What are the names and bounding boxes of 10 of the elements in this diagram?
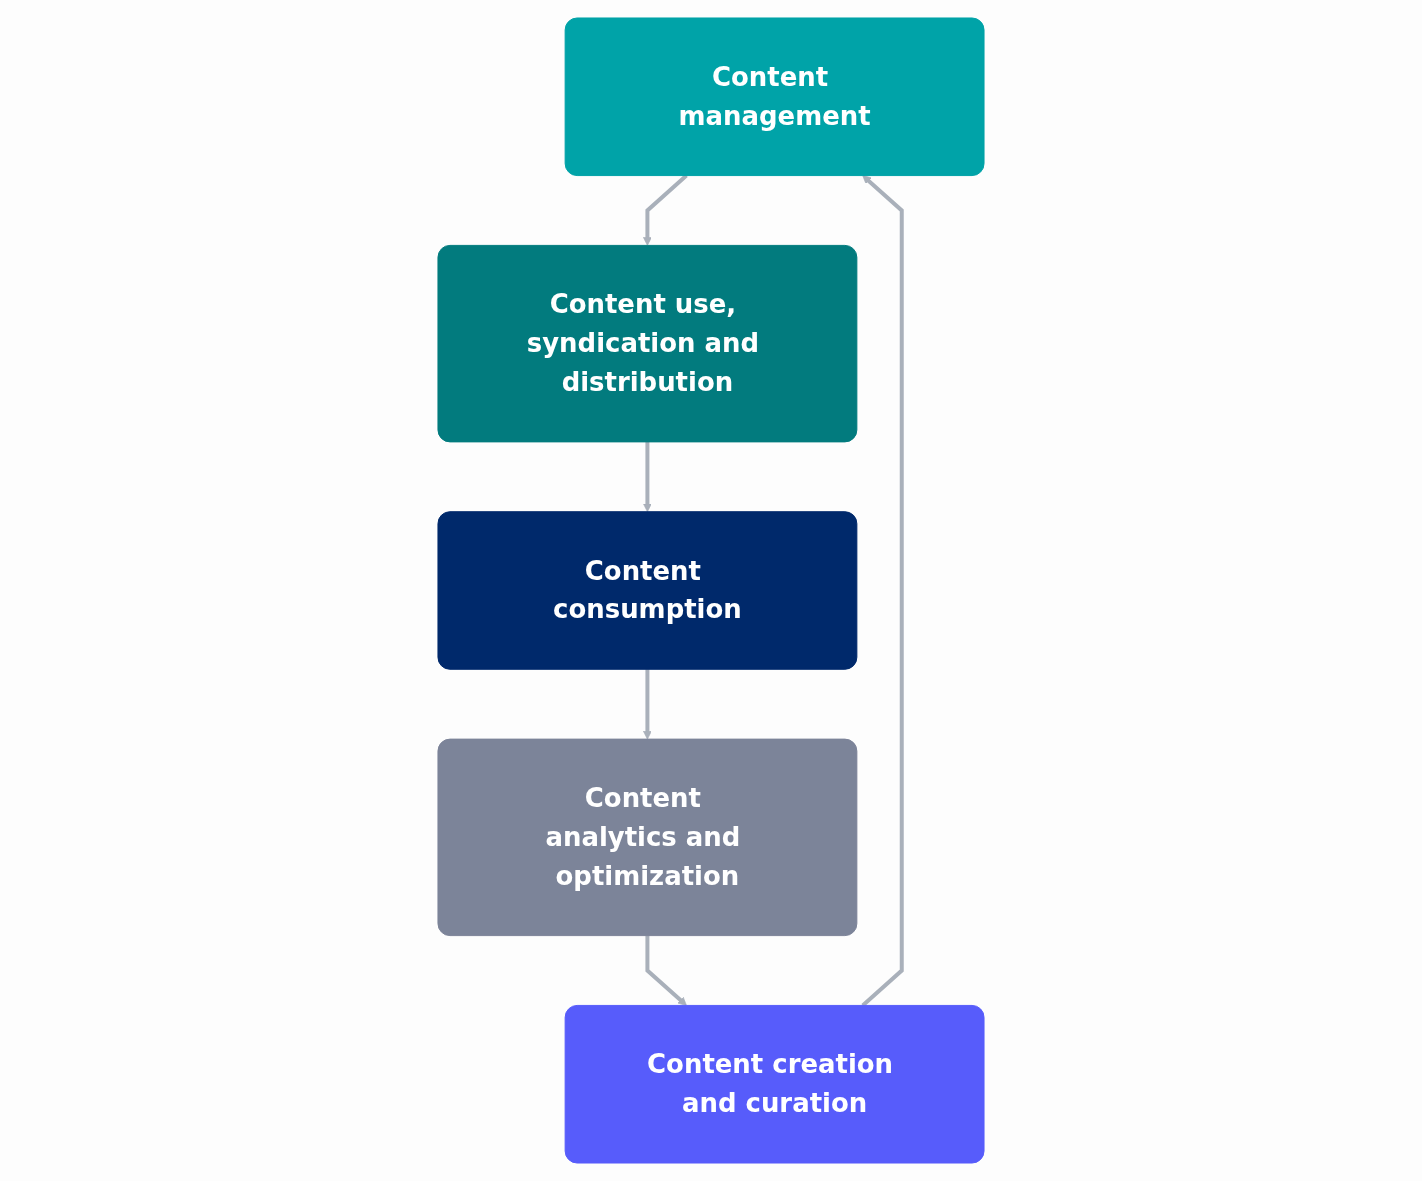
arrow [645, 935, 687, 1006]
arrow [861, 175, 904, 1007]
node-box: Content consumption [437, 511, 858, 670]
node-box: Content use, syndication and distribution [437, 244, 858, 443]
node-box: Content analytics and optimization [437, 738, 858, 937]
arrow [643, 669, 652, 740]
arrow [643, 441, 652, 513]
node-box: Content creation and curation [564, 1004, 985, 1164]
arrow [643, 174, 688, 246]
node-box: Content management [564, 17, 985, 177]
